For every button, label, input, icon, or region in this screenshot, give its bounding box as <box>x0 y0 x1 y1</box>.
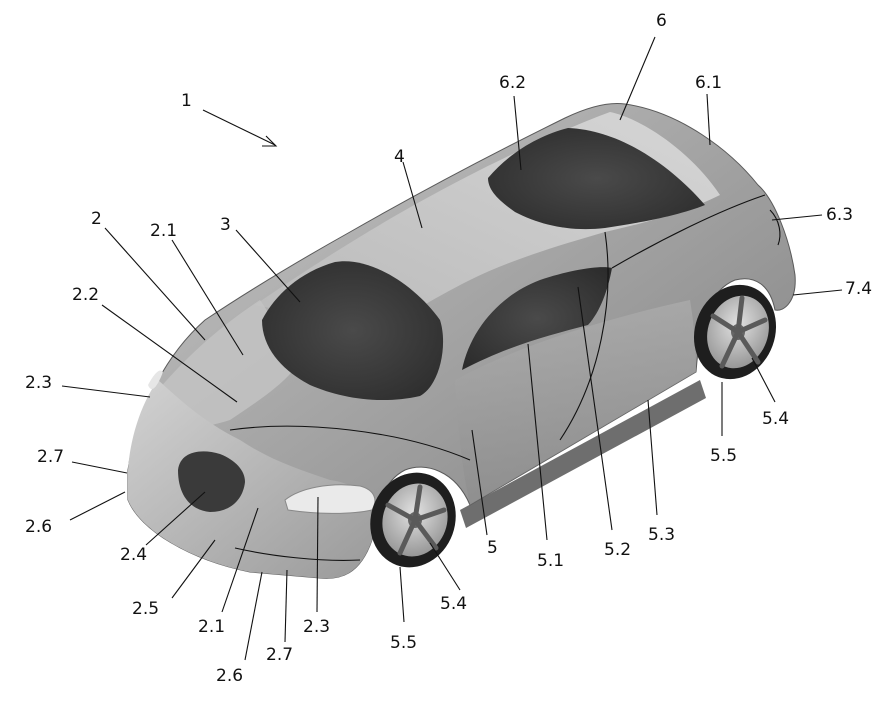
ref-4: 4 <box>394 147 405 167</box>
ref-2-5: 2.5 <box>132 599 159 619</box>
ref-1: 1 <box>181 91 192 111</box>
leader-lines <box>61 36 843 661</box>
ref-2-7-left: 2.7 <box>37 447 64 467</box>
ref-2-3-left: 2.3 <box>25 373 52 393</box>
door-panel <box>455 300 696 505</box>
ref-2-3-bottom: 2.3 <box>303 617 330 637</box>
ref-3: 3 <box>220 215 231 235</box>
side-sill <box>460 380 706 528</box>
ref-2-7-bottom: 2.7 <box>266 645 293 665</box>
front-wheel-spokes <box>385 484 447 556</box>
fender-crease <box>229 425 471 461</box>
reference-arrow <box>202 109 278 147</box>
ref-6: 6 <box>656 11 667 31</box>
ref-2-6-left: 2.6 <box>25 517 52 537</box>
ref-5-4-front: 5.4 <box>440 594 467 614</box>
ref-5-3: 5.3 <box>648 525 675 545</box>
ref-6-2: 6.2 <box>499 73 526 93</box>
rear-crease <box>611 194 766 269</box>
ref-2-4: 2.4 <box>120 545 147 565</box>
ref-5-1: 5.1 <box>537 551 564 571</box>
rear-wheel <box>693 284 777 380</box>
rear-wheel-spokes <box>710 295 768 369</box>
ref-2: 2 <box>91 209 102 229</box>
rear-window <box>488 128 705 230</box>
tail-light <box>769 209 781 246</box>
ref-5-2: 5.2 <box>604 540 631 560</box>
headlight <box>284 484 376 514</box>
ref-5: 5 <box>487 538 498 558</box>
windshield <box>262 261 444 401</box>
ref-2-2: 2.2 <box>72 285 99 305</box>
ref-6-3: 6.3 <box>826 205 853 225</box>
front-wheel <box>370 472 456 568</box>
ref-6-1: 6.1 <box>695 73 722 93</box>
ref-2-1-top: 2.1 <box>150 221 177 241</box>
front-nose <box>128 380 373 579</box>
ref-5-4-rear: 5.4 <box>762 409 789 429</box>
ref-7-4: 7.4 <box>845 279 872 299</box>
side-window <box>462 267 612 370</box>
reference-labels: 1 2 2.1 2.2 2.3 2.7 2.6 2.4 2.5 2.1 2.6 … <box>25 11 872 686</box>
lower-intake <box>234 547 361 561</box>
ref-5-5-front: 5.5 <box>390 633 417 653</box>
ref-5-5-rear: 5.5 <box>710 446 737 466</box>
car-body <box>127 103 796 579</box>
front-grille <box>178 451 245 512</box>
door-line <box>559 231 609 441</box>
ref-2-1-bottom: 2.1 <box>198 617 225 637</box>
ref-2-6-bottom: 2.6 <box>216 666 243 686</box>
hood <box>150 300 300 428</box>
headlight-left <box>148 370 163 390</box>
